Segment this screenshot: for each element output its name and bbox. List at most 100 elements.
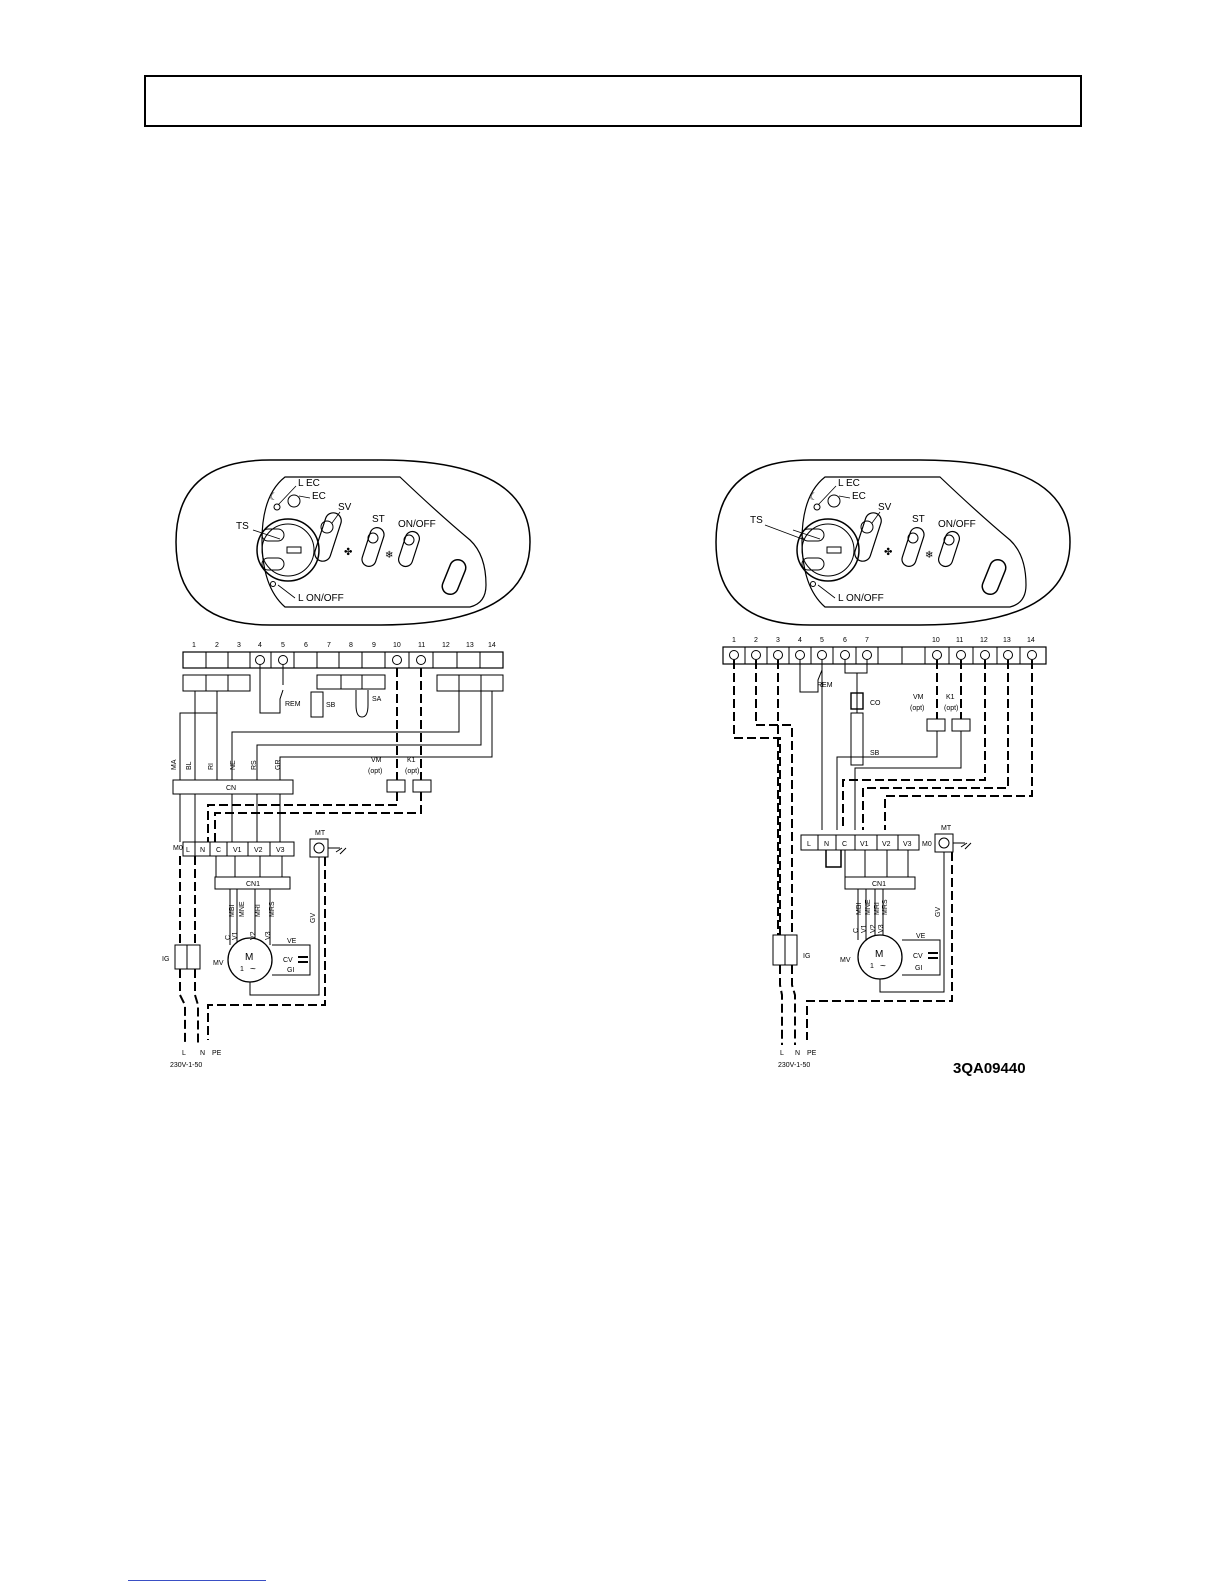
terminal-number: 7: [865, 637, 869, 644]
motor-m: M: [245, 952, 253, 963]
motor-terminal: C: [842, 841, 847, 848]
motor-wire-color: MNE: [865, 899, 872, 915]
gi-label: GI: [287, 967, 294, 974]
terminal-strip: [722, 646, 1047, 665]
motor-wire-color: MBI: [856, 903, 863, 916]
motor-terminal: V1: [860, 841, 869, 848]
rem-label: REM: [285, 701, 301, 708]
sv-knob[interactable]: [853, 511, 884, 563]
st-knob[interactable]: [900, 526, 926, 568]
voltage-label: 230V-1-50: [170, 1062, 202, 1069]
terminal-number: 10: [393, 642, 401, 649]
supply-label: L: [780, 1050, 784, 1057]
motor-wire-color: MRI: [255, 904, 262, 917]
control-panel-outline: [715, 459, 1071, 626]
voltage-label: 230V-1-50: [778, 1062, 810, 1069]
supply-label: N: [200, 1050, 205, 1057]
vm-opt-label: (opt): [910, 705, 924, 712]
drawing-code: 3QA09440: [953, 1060, 1026, 1077]
footer-link-line: [128, 1580, 266, 1581]
cv-label: CV: [913, 953, 923, 960]
sv-label: SV: [338, 502, 352, 513]
wire-label: RI: [208, 763, 215, 770]
wiring-diagram-right-svg: ✤ ❄ ☾ L EC EC SV ST ON/OFF TS L ON/OFF 1: [715, 459, 1071, 1069]
on-off-knob[interactable]: [397, 530, 421, 569]
motor-terminal: V2: [882, 841, 891, 848]
motor-terminal: V3: [276, 847, 285, 854]
motor-terminal: V2: [254, 847, 263, 854]
ve-label: VE: [916, 933, 926, 940]
mv-label: MV: [840, 957, 851, 964]
motor-tilde: ~: [250, 964, 256, 975]
terminal-number: 5: [820, 637, 824, 644]
l-ec-label: L EC: [838, 478, 860, 489]
snowflake-icon: ❄: [925, 550, 933, 561]
motor-m: M: [875, 949, 883, 960]
terminal-number: 2: [215, 642, 219, 649]
cn1-label: CN1: [246, 881, 260, 888]
motor-wire: V1: [232, 931, 239, 940]
wire-label: RS: [251, 760, 258, 770]
mv-label: MV: [213, 960, 224, 967]
sb-label: SB: [326, 702, 336, 709]
gv-label: GV: [310, 913, 317, 923]
motor-tilde: ~: [880, 961, 886, 972]
supply-label: L: [182, 1050, 186, 1057]
terminal-number: 11: [956, 637, 963, 644]
sv-label: SV: [878, 502, 892, 513]
motor-wire: V2: [250, 931, 257, 940]
gv-label: GV: [935, 907, 942, 917]
ec-led: [827, 494, 841, 508]
wire-label: GR: [275, 760, 282, 771]
motor-wire: V3: [265, 931, 272, 940]
l-ec-led: [273, 503, 281, 511]
supply-label: N: [795, 1050, 800, 1057]
motor-wire-color: MBI: [229, 905, 236, 918]
motor-wire: C: [853, 928, 860, 933]
ts-label: TS: [236, 521, 249, 532]
supply-label: PE: [807, 1050, 817, 1057]
gi-label: GI: [915, 965, 922, 972]
ts-dial[interactable]: [796, 518, 860, 582]
terminal-strip: [182, 651, 504, 669]
motor-wire-color: MNE: [239, 901, 246, 917]
sb-label: SB: [870, 750, 880, 757]
wiring-diagram-right: ✤ ❄ ☾ L EC EC SV ST ON/OFF TS L ON/OFF 1: [710, 455, 1090, 1075]
motor-one: 1: [870, 963, 874, 970]
l-ec-label: L EC: [298, 478, 320, 489]
motor-wire-color: MRS: [269, 901, 276, 917]
control-panel-inner: [261, 476, 487, 608]
ts-dial[interactable]: [256, 518, 320, 582]
cv-label: CV: [283, 957, 293, 964]
co-label: CO: [870, 700, 881, 707]
st-knob[interactable]: [360, 526, 386, 568]
moon-icon: ☾: [269, 492, 278, 503]
k1-label: K1: [946, 694, 955, 701]
terminal-number: 1: [732, 637, 736, 644]
motor-wire: V2: [870, 924, 877, 933]
mt-label: MT: [315, 830, 326, 837]
ec-led: [287, 494, 301, 508]
terminal-number: 2: [754, 637, 758, 644]
terminal-number: 11: [418, 642, 425, 649]
wire-label: NE: [230, 760, 237, 770]
terminal-number: 14: [488, 642, 496, 649]
terminal-number: 3: [776, 637, 780, 644]
mo-label: M0: [173, 845, 183, 852]
st-label: ST: [372, 514, 385, 525]
terminal-number: 12: [442, 642, 450, 649]
motor-wire-color: MRS: [882, 899, 889, 915]
l-ec-led: [813, 503, 821, 511]
rem-label: REM: [817, 682, 833, 689]
sv-knob[interactable]: [313, 511, 344, 563]
st-label: ST: [912, 514, 925, 525]
l-on-off-label: L ON/OFF: [838, 593, 884, 604]
terminal-number: 8: [349, 642, 353, 649]
on-off-knob[interactable]: [937, 530, 961, 569]
motor-terminal: N: [824, 841, 829, 848]
wiring-diagram-left-svg: ✤ ❄ ☾ L EC EC SV ST ON/OFF TS L ON/OFF 1…: [162, 459, 531, 1069]
ig-label: IG: [803, 953, 810, 960]
terminal-number: 4: [798, 637, 802, 644]
cn-label: CN: [226, 785, 236, 792]
terminal-number: 5: [281, 642, 285, 649]
